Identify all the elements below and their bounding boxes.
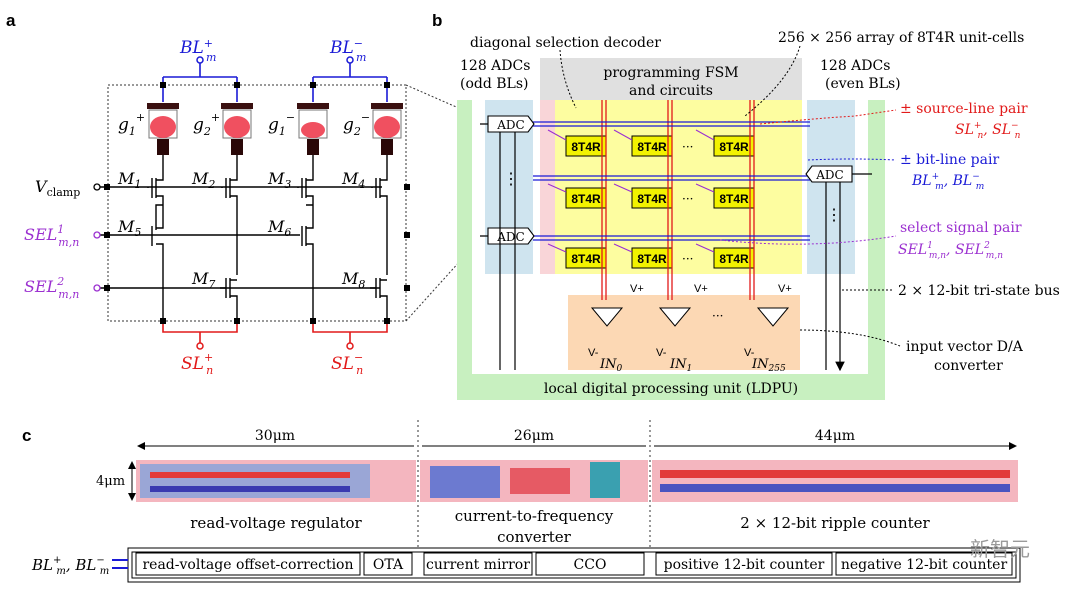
- m2-label: M2: [191, 169, 215, 191]
- adc-label: ADC: [815, 168, 843, 182]
- ellipsis: ···: [682, 192, 693, 206]
- dim-26um: 26μm: [514, 428, 554, 444]
- adc-label: ADC: [496, 118, 524, 132]
- vdots: ⋮: [826, 205, 842, 224]
- ellipsis: ···: [682, 252, 693, 266]
- g1-minus-label: g1−: [268, 111, 295, 138]
- in255-label: IN255: [751, 357, 786, 374]
- ellipsis: ···: [682, 140, 693, 154]
- layout-row: 30μm 26μm 44μm 4μm read-voltage regulato…: [31, 420, 1020, 583]
- ellipsis: ···: [712, 309, 723, 323]
- cell-label: 8T4R: [719, 252, 749, 266]
- adc-even-label-2: (even BLs): [825, 76, 901, 92]
- block-offset: read-voltage offset-correction: [142, 557, 353, 573]
- sl-plus-label: SL+n: [181, 351, 213, 377]
- bit-pair-label: ± bit-line pair: [900, 152, 999, 168]
- array-architecture: programming FSM and circuits 8T4R 8T4R 8…: [457, 30, 1060, 400]
- section-ctf-1: current-to-frequency: [455, 507, 614, 525]
- fsm-label-2: and circuits: [629, 83, 713, 99]
- panel-c-label: c: [22, 426, 31, 445]
- dim-44um: 44μm: [815, 428, 855, 444]
- vplus-label: V+: [778, 283, 792, 295]
- vclamp-label: Vclamp: [35, 177, 80, 199]
- block-negative-counter: negative 12-bit counter: [841, 557, 1008, 573]
- cell-label: 8T4R: [637, 140, 667, 154]
- g2-plus-label: g2+: [193, 111, 220, 138]
- block-ota: OTA: [373, 557, 404, 573]
- cell-label: 8T4R: [637, 192, 667, 206]
- cell-label: 8T4R: [571, 140, 601, 154]
- adc-odd-label-2: (odd BLs): [460, 76, 529, 92]
- section-ctf-2: converter: [497, 528, 572, 546]
- ldpu-label: local digital processing unit (LDPU): [544, 381, 798, 397]
- fsm-label-1: programming FSM: [603, 65, 738, 81]
- adc-odd-label-1: 128 ADCs: [460, 58, 530, 74]
- m3-label: M3: [267, 169, 291, 191]
- circuit-8t4r: BL+m BL−m: [24, 37, 410, 377]
- block-current-mirror: current mirror: [426, 557, 530, 573]
- adc-even-label-1: 128 ADCs: [820, 58, 890, 74]
- section-counter: 2 × 12-bit ripple counter: [740, 514, 930, 532]
- m5-label: M5: [117, 217, 141, 239]
- decoder-label: diagonal selection decoder: [470, 35, 661, 51]
- cell-label: 8T4R: [719, 192, 749, 206]
- panel-a-label: a: [6, 11, 16, 30]
- bl-minus-label: BL−m: [329, 37, 366, 65]
- source-pair-sym: SL+n, SL−n: [955, 121, 1021, 141]
- adc-label: ADC: [496, 230, 524, 244]
- cell-label: 8T4R: [571, 192, 601, 206]
- watermark: 新智元: [970, 537, 1030, 561]
- g1-plus-label: g1+: [118, 111, 145, 138]
- cell-label: 8T4R: [571, 252, 601, 266]
- panel-b-label: b: [432, 11, 442, 30]
- vplus-label: V+: [694, 283, 708, 295]
- m7-label: M7: [191, 269, 215, 291]
- vminus-label: V-: [656, 347, 667, 359]
- dac-label-2: converter: [934, 358, 1003, 374]
- m1-label: M1: [117, 169, 141, 191]
- dim-30um: 30μm: [255, 428, 295, 444]
- vplus-label: V+: [630, 283, 644, 295]
- cell-label: 8T4R: [637, 252, 667, 266]
- block-cco: CCO: [574, 557, 607, 573]
- in0-label: IN0: [599, 357, 623, 374]
- g2-minus-label: g2−: [343, 111, 370, 138]
- block-positive-counter: positive 12-bit counter: [664, 557, 825, 573]
- bit-pair-sym: BL+m, BL−m: [911, 172, 984, 192]
- m8-label: M8: [341, 269, 365, 291]
- m6-label: M6: [267, 217, 291, 239]
- bl-pair-c: BL+m, BL−m: [31, 555, 109, 577]
- source-pair-label: ± source-line pair: [900, 101, 1028, 117]
- select-pair-label: select signal pair: [900, 220, 1022, 236]
- bus-label: 2 × 12-bit tri-state bus: [898, 283, 1060, 299]
- section-regulator: read-voltage regulator: [190, 514, 362, 532]
- cell-label: 8T4R: [719, 140, 749, 154]
- bl-plus-label: BL+m: [179, 37, 216, 65]
- vminus-label: V-: [588, 347, 599, 359]
- vminus-label: V-: [744, 347, 755, 359]
- dac-label-1: input vector D/A: [906, 339, 1024, 355]
- in1-label: IN1: [669, 357, 692, 374]
- vdots: ⋮: [503, 169, 519, 188]
- sl-minus-label: SL−n: [331, 351, 363, 377]
- array-label: 256 × 256 array of 8T4R unit-cells: [778, 30, 1024, 46]
- height-4um: 4μm: [96, 474, 125, 489]
- m4-label: M4: [341, 169, 365, 191]
